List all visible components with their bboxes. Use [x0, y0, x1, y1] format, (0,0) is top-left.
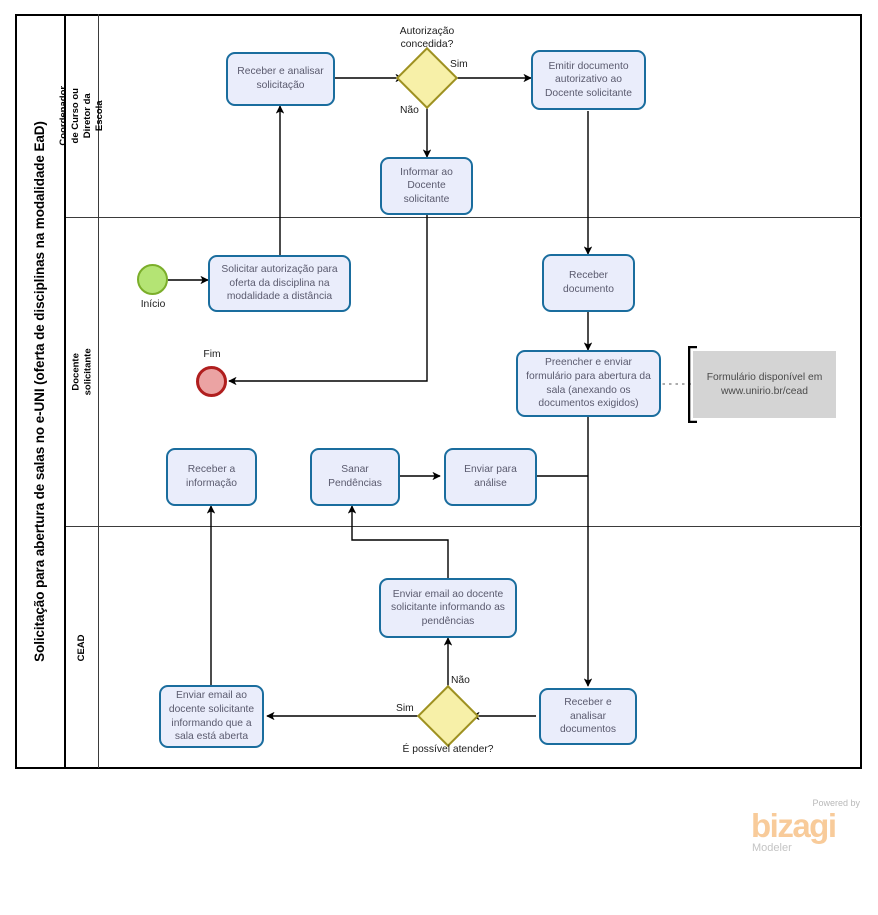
- bizagi-wordmark: bizagi: [751, 807, 837, 844]
- task-receber-informacao-label: Receber a informação: [186, 464, 237, 489]
- task-enviar-email-sala-aberta[interactable]: Enviar email ao docente solicitante info…: [159, 685, 264, 748]
- lane-coordenador-label: Coordenador de Curso ou Diretor da Escol…: [58, 85, 105, 146]
- lane-cead: CEAD: [66, 527, 861, 768]
- pool-title: Solicitação para abertura de salas no e-…: [15, 14, 66, 769]
- lane-docente-label: Docente solicitante: [70, 348, 94, 396]
- flow-label-nao-top: Não: [400, 105, 419, 116]
- task-enviar-email-pendencias[interactable]: Enviar email ao docente solicitante info…: [379, 578, 517, 638]
- bizagi-product-label: Modeler: [752, 842, 792, 854]
- lane-coordenador-title: Coordenador de Curso ou Diretor da Escol…: [58, 14, 105, 217]
- task-receber-analisar-solicitacao-label: Receber e analisar solicitação: [237, 66, 324, 91]
- start-event-inicio-label: Início: [140, 299, 166, 310]
- flow-label-sim-bottom: Sim: [396, 703, 414, 714]
- lane-docente-title: Docente solicitante: [66, 218, 99, 526]
- gateway-autorizacao-concedida-label: Autorização concedida?: [399, 26, 455, 50]
- lane-coordenador: Coordenador de Curso ou Diretor da Escol…: [58, 14, 861, 218]
- task-informar-docente-solicitante-label: Informar ao Docente solicitante: [400, 166, 453, 205]
- pool-title-label: Solicitação para abertura de salas no e-…: [32, 121, 48, 662]
- flow-informar-to-fim: [228, 215, 428, 386]
- pool-frame: [15, 14, 862, 769]
- annotation-line-2: www.unirio.br/cead: [720, 385, 808, 397]
- lane-cead-label: CEAD: [76, 634, 88, 661]
- task-preencher-enviar-formulario[interactable]: Preencher e enviar formulário para abert…: [516, 350, 661, 417]
- task-receber-analisar-documentos-label: Receber e analisar documentos: [559, 697, 617, 736]
- bizagi-branding: Powered by bizagi Modeler: [742, 798, 862, 860]
- flow-label-nao-bottom: Não: [451, 675, 470, 686]
- task-receber-documento-label: Receber documento: [563, 270, 614, 295]
- task-solicitar-autorizacao-label: Solicitar autorização para oferta da dis…: [221, 264, 338, 303]
- task-emitir-documento-autorizativo[interactable]: Emitir documento autorizativo ao Docente…: [531, 50, 646, 110]
- bizagi-powered-by-label: Powered by: [812, 798, 860, 808]
- task-receber-informacao[interactable]: Receber a informação: [166, 448, 257, 506]
- flow-label-sim-top: Sim: [450, 59, 468, 70]
- task-solicitar-autorizacao[interactable]: Solicitar autorização para oferta da dis…: [208, 255, 351, 312]
- task-receber-analisar-solicitacao[interactable]: Receber e analisar solicitação: [226, 52, 335, 106]
- task-sanar-pendencias-label: Sanar Pendências: [328, 464, 382, 489]
- task-enviar-para-analise-label: Enviar para análise: [464, 464, 517, 489]
- start-event-inicio[interactable]: [137, 264, 168, 295]
- annotation-bracket: [688, 346, 697, 423]
- end-event-fim[interactable]: [196, 366, 227, 397]
- task-receber-documento[interactable]: Receber documento: [542, 254, 635, 312]
- gateway-e-possivel-atender-label: É possível atender?: [402, 744, 494, 755]
- task-sanar-pendencias[interactable]: Sanar Pendências: [310, 448, 400, 506]
- task-informar-docente-solicitante[interactable]: Informar ao Docente solicitante: [380, 157, 473, 215]
- task-emitir-documento-autorizativo-label: Emitir documento autorizativo ao Docente…: [544, 60, 632, 99]
- task-receber-analisar-documentos[interactable]: Receber e analisar documentos: [539, 688, 637, 745]
- task-preencher-enviar-formulario-label: Preencher e enviar formulário para abert…: [526, 357, 651, 410]
- annotation-formulario: Formulário disponível em www.unirio.br/c…: [693, 351, 836, 418]
- task-enviar-email-pendencias-label: Enviar email ao docente solicitante info…: [391, 588, 505, 627]
- annotation-line-1: Formulário disponível em: [706, 371, 823, 383]
- task-enviar-para-analise[interactable]: Enviar para análise: [444, 448, 537, 506]
- task-enviar-email-sala-aberta-label: Enviar email ao docente solicitante info…: [168, 690, 255, 743]
- end-event-fim-label: Fim: [203, 349, 221, 360]
- lane-docente: Docente solicitante: [66, 218, 861, 527]
- lane-cead-title: CEAD: [66, 527, 99, 768]
